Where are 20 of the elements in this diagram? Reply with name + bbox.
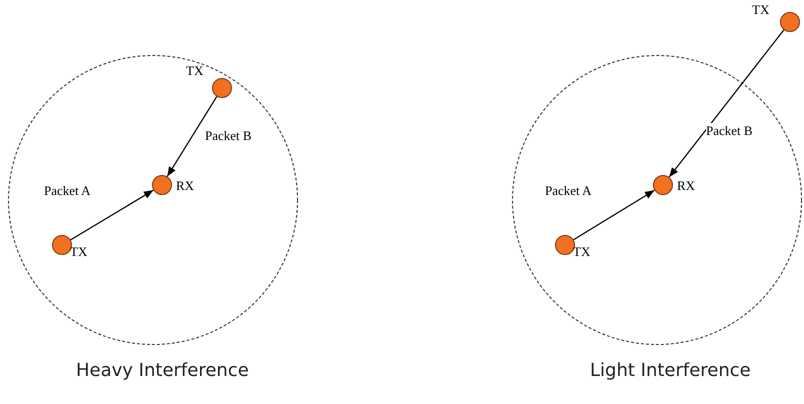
node-circle [152,175,172,195]
arrow [70,190,154,240]
node-label: TX [752,2,770,18]
arrow [668,30,784,178]
arrow [166,96,218,177]
node-circle [653,175,673,195]
node-circle [52,235,72,255]
node-label: TX [573,244,590,260]
node-label: TX [186,63,204,79]
node-circle [212,78,232,98]
node-circle [780,12,800,32]
range-circle [512,55,802,345]
arrow [573,190,655,240]
range-label: Heavy Interference [76,360,249,381]
range-label: Light Interference [590,360,751,381]
node-label: RX [677,178,696,194]
range-circle [8,55,298,345]
node-circle [555,235,575,255]
node-label: RX [176,178,194,194]
node-label: TX [70,244,88,260]
